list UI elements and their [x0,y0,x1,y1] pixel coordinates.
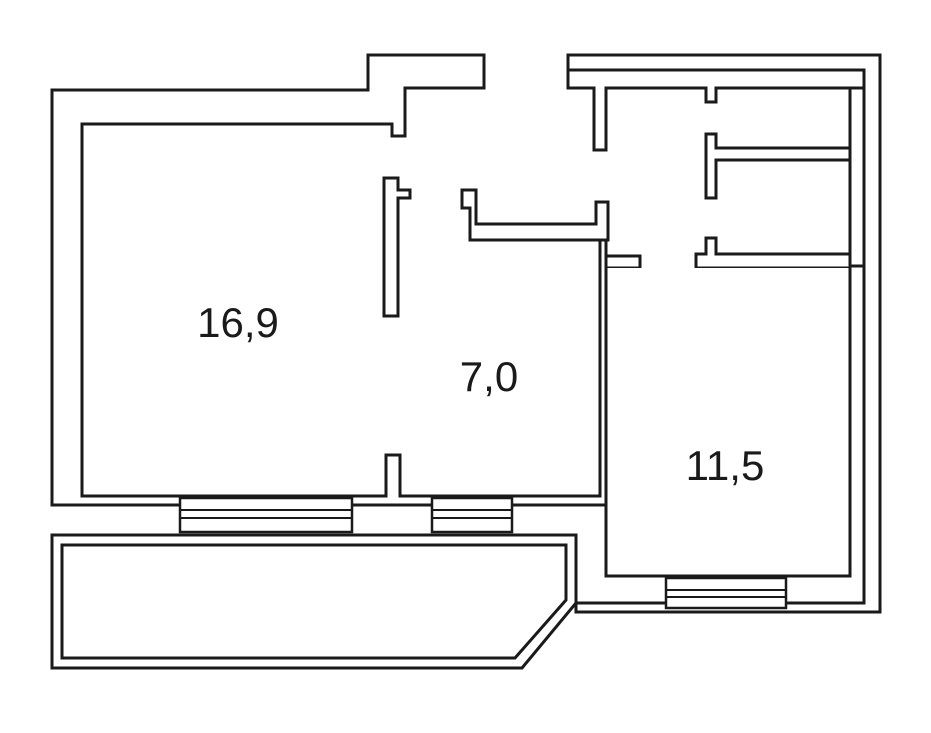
living-kitchen-partition [382,176,412,318]
door-stub [604,254,642,270]
living-room-area: 16,9 [197,299,279,346]
window-living [178,496,354,534]
balcony-inner [60,543,568,660]
kitchen-area: 7,0 [460,353,518,400]
window-bedroom [664,576,788,610]
bedroom-area: 11,5 [686,442,765,489]
bedroom-top-wall [694,236,852,270]
bedroom-outline [604,268,852,578]
bathroom-right-wall [848,86,866,268]
bathroom-upper-wall [704,132,852,200]
window-kitchen [430,496,514,534]
living-room-outline [82,88,407,138]
kitchen-top-wall [460,188,610,242]
